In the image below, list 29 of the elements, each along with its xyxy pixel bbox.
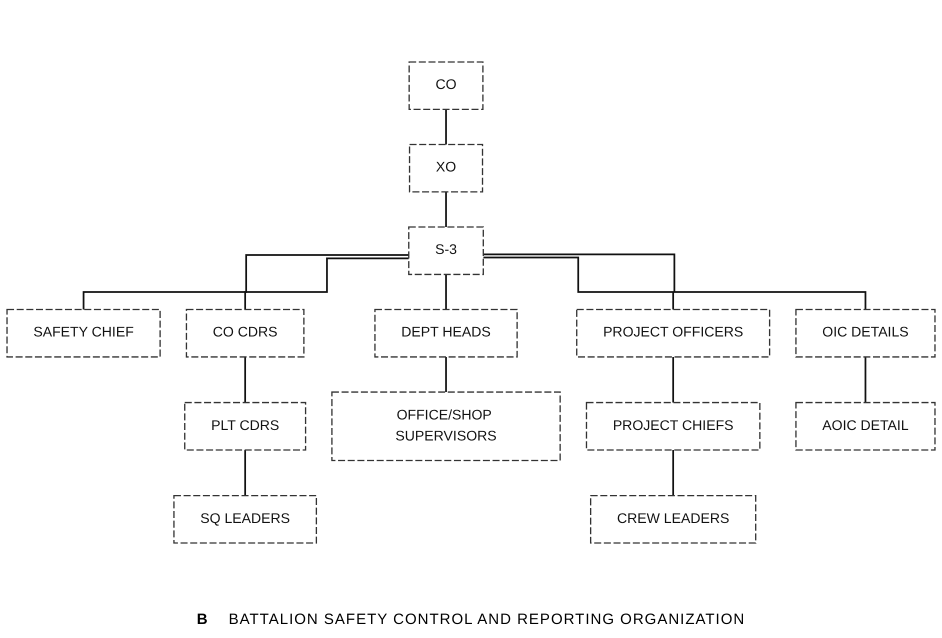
connector xyxy=(672,449,674,496)
node-box: SAFETY CHIEF xyxy=(6,308,161,358)
connector xyxy=(445,356,447,393)
connector xyxy=(445,191,447,228)
node-box: PLT CDRS xyxy=(184,402,306,451)
node-box: PROJECT OFFICERS xyxy=(576,308,770,358)
node-box: DEPT HEADS xyxy=(374,308,518,358)
node-box: CO CDRS xyxy=(186,308,305,358)
node-box: AOIC DETAIL xyxy=(795,402,936,451)
caption: BATTALION SAFETY CONTROL AND REPORTING ORGANIZATION xyxy=(228,611,746,628)
connector xyxy=(483,256,674,310)
node-box: OIC DETAILS xyxy=(795,308,936,358)
node-box: CO xyxy=(408,61,484,110)
node-box: OFFICE/SHOP SUPERVISORS xyxy=(331,391,561,462)
connector xyxy=(483,254,866,310)
connector xyxy=(244,257,409,310)
node-box: S-3 xyxy=(408,226,484,276)
node-box: PROJECT CHIEFS xyxy=(586,402,760,451)
connector xyxy=(445,274,447,310)
figure-letter: B xyxy=(196,611,209,628)
connector xyxy=(82,254,409,310)
connector xyxy=(244,356,246,404)
node-box: XO xyxy=(408,144,484,193)
node-box: CREW LEADERS xyxy=(590,494,756,544)
connector xyxy=(244,449,246,496)
connector xyxy=(445,108,447,146)
node-box: SQ LEADERS xyxy=(173,494,318,544)
connector xyxy=(864,356,866,404)
connector xyxy=(672,356,674,404)
